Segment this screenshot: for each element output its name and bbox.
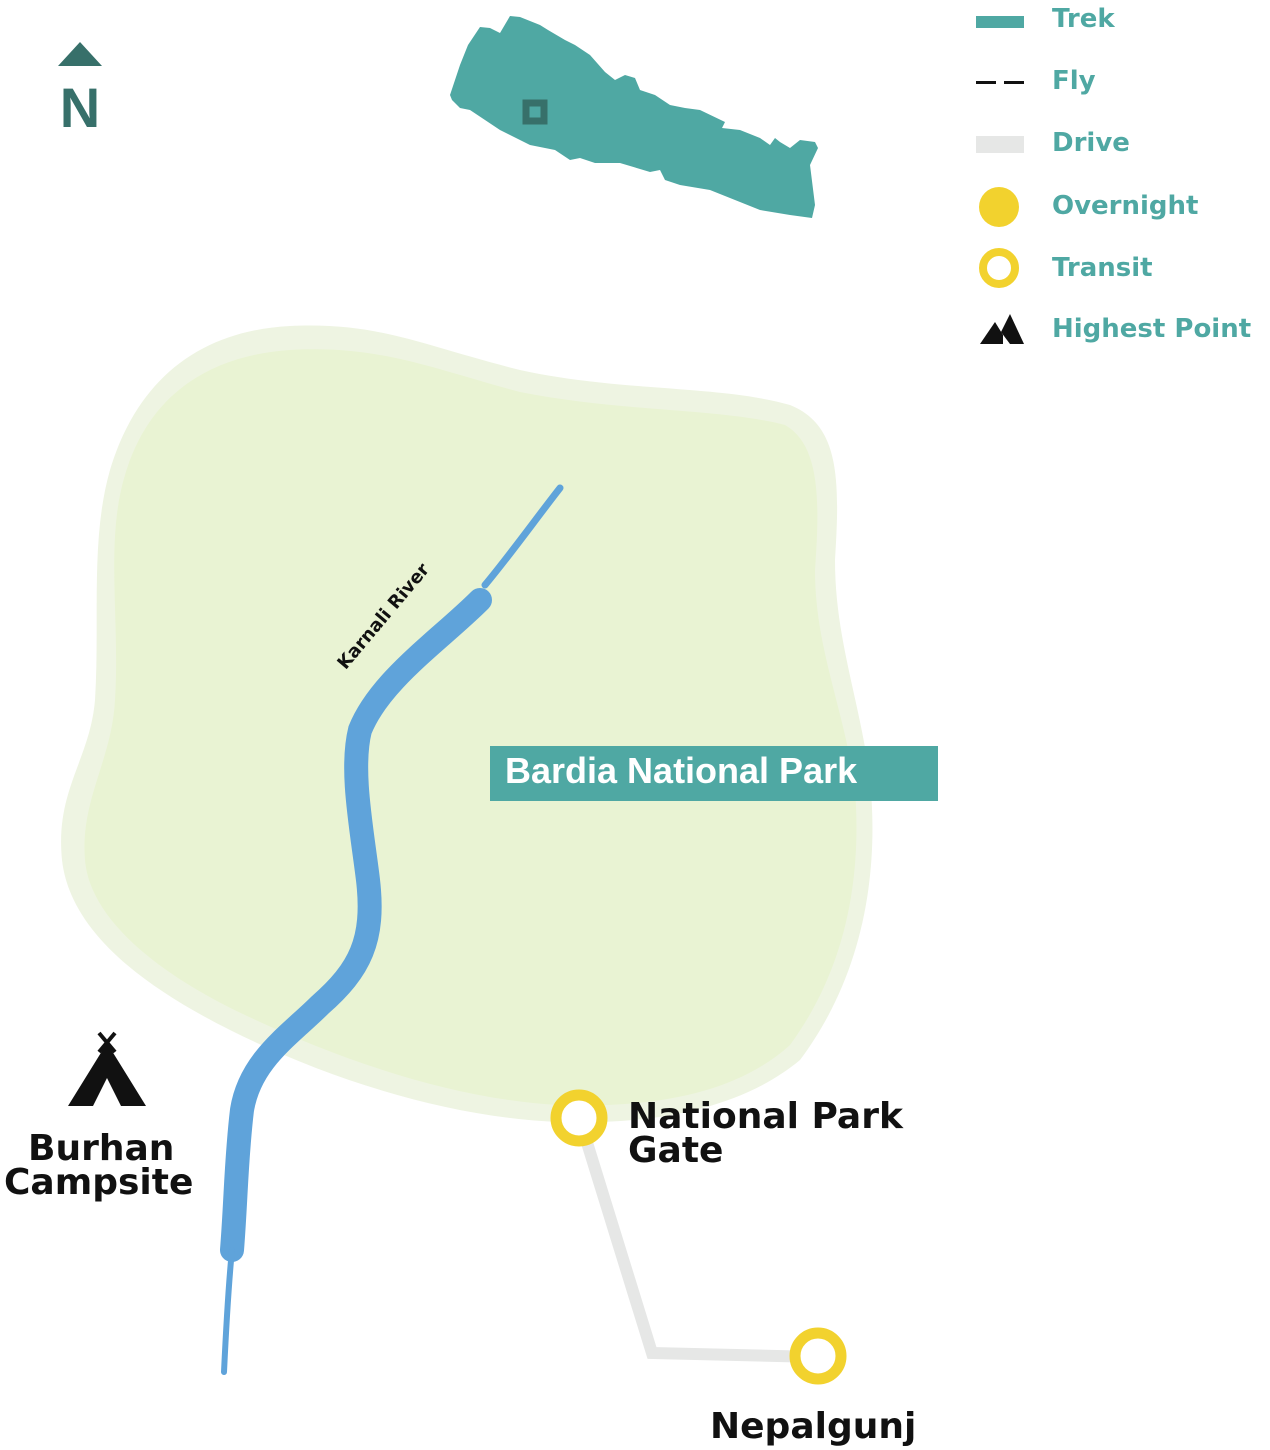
transit-ring-icon	[979, 248, 1019, 288]
overnight-dot-icon	[979, 187, 1019, 227]
nepalgunj-label[interactable]: Nepalgunj	[710, 1406, 917, 1447]
legend-drive: Drive	[1052, 128, 1130, 158]
legend-fly: Fly	[1052, 66, 1096, 96]
location-marker-icon	[522, 99, 548, 125]
north-arrow-icon	[58, 42, 102, 66]
transit-marker-national-park-gate[interactable]	[550, 1089, 608, 1147]
fly-dashed-line-icon	[976, 81, 1024, 84]
campsite-label-line1: Burhan	[28, 1128, 175, 1169]
national-park-gate-label[interactable]: National Park Gate	[628, 1096, 903, 1171]
tent-icon	[68, 1031, 146, 1106]
legend-transit: Transit	[1052, 253, 1153, 283]
park-name-label: Bardia National Park	[490, 746, 938, 801]
gate-label-line2: Gate	[628, 1130, 724, 1171]
drive-line-icon	[976, 136, 1024, 153]
transit-marker-nepalgunj[interactable]	[789, 1327, 847, 1385]
campsite-label[interactable]: Burhan Campsite	[4, 1128, 193, 1201]
gate-label-line1: National Park	[628, 1096, 903, 1137]
karnali-river	[220, 588, 492, 1262]
legend-trek: Trek	[1052, 4, 1115, 34]
karnali-river-lower	[221, 1247, 235, 1375]
trek-line-icon	[976, 16, 1024, 28]
campsite-label-line2: Campsite	[4, 1162, 194, 1203]
park-area	[84, 349, 857, 1106]
mountain-icon	[980, 314, 1024, 344]
legend-highest-point: Highest Point	[1052, 314, 1252, 344]
karnali-river-upper	[481, 484, 564, 589]
drive-route	[574, 1118, 819, 1363]
north-label: N	[60, 76, 100, 139]
legend-overnight: Overnight	[1052, 191, 1199, 221]
nepal-inset-map	[450, 16, 818, 218]
